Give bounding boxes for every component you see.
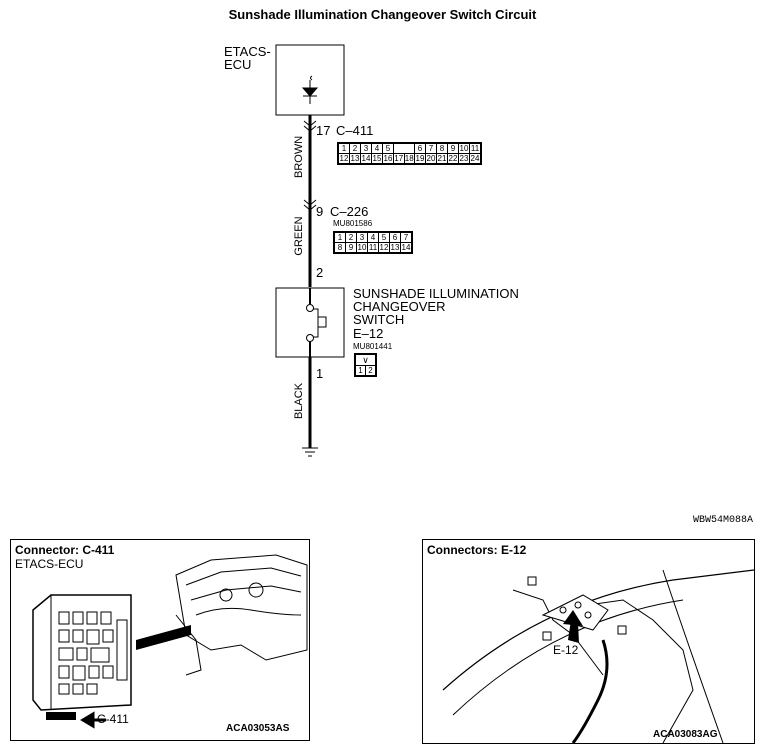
roof-harness-illustration [442,569,754,743]
panel-left-subtitle: ETACS-ECU [15,557,84,571]
chevron-c226 [303,199,317,211]
c411-pin-number: 17 [316,123,331,138]
panel-right-code: ACA03083AG [653,729,718,740]
panel-left-title: Connector: C-411 [15,543,115,557]
connector-c226-face: 1 2 3 4 5 6 7 8 9 10 11 12 13 14 [333,231,413,254]
wire-color-brown: BROWN [293,135,305,178]
switch-contact [313,308,319,338]
wire-color-green: GREEN [293,216,305,256]
wire-color-black: BLACK [293,382,305,420]
chevron-c411 [303,120,317,132]
switch-pin-2: 2 [316,265,324,280]
panel-connector-c411: Connector: C-411 ETACS-ECU C-411 ACA0305… [10,539,310,741]
connector-e12-face: ∨ 1 2 [354,353,377,377]
c411-connector-label: C–411 [336,123,374,138]
switch-pin-1: 1 [316,366,324,381]
circuit-diagram [275,44,345,457]
ecu-label-line2: ECU [224,57,252,72]
diagram-code: WBW54M088A [693,515,754,526]
switch-label-line2: CHANGEOVER [353,299,446,314]
panel-left-code: ACA03053AS [226,723,290,734]
c226-pin-number: 9 [316,204,324,219]
etacs-ecu-illustration [32,554,308,729]
ground-symbol [302,447,318,457]
panel-connectors-e12: Connectors: E-12 E-12 ACA03083AG [422,539,755,744]
ecu-label-line1: ETACS- [224,44,271,59]
callout-c411: C-411 [97,712,129,726]
c226-part-number: MU801586 [333,219,373,228]
c226-connector-label: C–226 [330,204,369,219]
page-title: Sunshade Illumination Changeover Switch … [228,7,537,22]
switch-label-line1: SUNSHADE ILLUMINATION [353,286,519,301]
switch-connector-label: E–12 [353,326,384,341]
callout-e12: E-12 [553,643,579,657]
switch-part-number: MU801441 [353,342,393,351]
diode-symbol [301,80,319,104]
connector-c411-face: 1 2 3 4 5 6 7 8 9 10 11 12 13 14 15 16 1… [337,142,482,165]
panel-right-title: Connectors: E-12 [427,543,527,557]
switch-label-line3: SWITCH [353,312,405,327]
